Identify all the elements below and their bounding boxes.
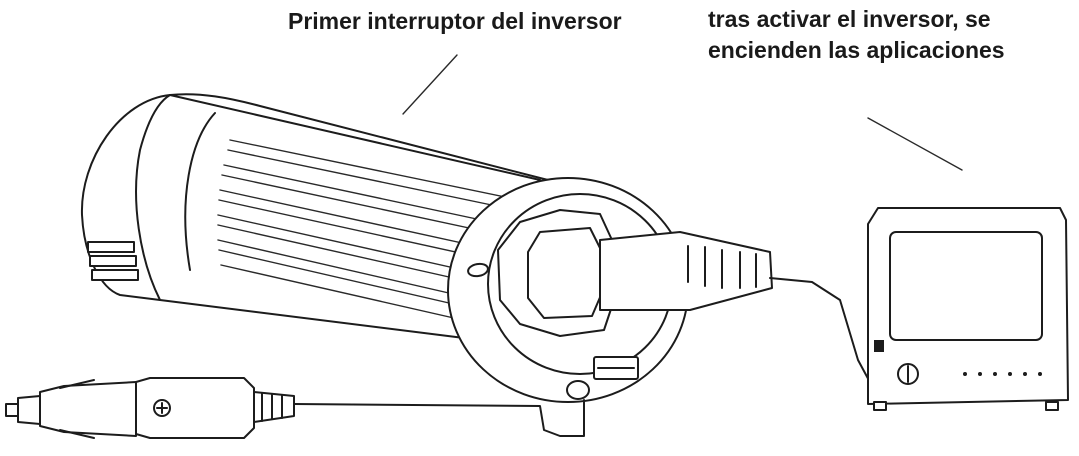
appliances-caption-line-2: encienden las aplicaciones xyxy=(708,37,1005,63)
tv-screen xyxy=(889,231,1043,341)
power-inverter xyxy=(80,93,689,403)
switch-leader-line xyxy=(402,54,458,115)
plug-spring-top xyxy=(59,379,95,389)
dc-cable xyxy=(293,399,585,437)
strain-relief-ribs xyxy=(261,392,283,422)
tv-power-button xyxy=(874,340,884,352)
tv-indicator-dots xyxy=(963,372,1042,376)
cigarette-lighter-plug xyxy=(5,377,295,439)
cooling-fins xyxy=(217,139,511,327)
television xyxy=(867,207,1069,411)
back-vents xyxy=(87,241,139,281)
inverter-switch-caption: Primer interruptor del inversor xyxy=(288,8,622,34)
ac-plug xyxy=(599,231,773,311)
plug-handle xyxy=(135,377,255,439)
tv-foot-left xyxy=(873,401,887,411)
appliances-caption-line-1: tras activar el inversor, se xyxy=(708,6,991,32)
ac-plug-body xyxy=(599,231,773,311)
plug-tip xyxy=(5,403,19,417)
appliances-leader-line xyxy=(867,117,963,171)
ac-cord xyxy=(769,277,873,387)
led-indicator xyxy=(467,262,489,278)
plug-strain-relief xyxy=(253,391,295,423)
tv-foot-right xyxy=(1045,401,1059,411)
dc-input-port xyxy=(566,380,590,400)
inverter-band-line xyxy=(184,112,216,271)
appliances-caption: tras activar el inversor, se encienden l… xyxy=(708,4,1005,66)
plug-barrel xyxy=(39,381,137,437)
plug-spring-bottom xyxy=(59,429,95,439)
ac-plug-grips xyxy=(687,245,757,289)
plug-tip-sleeve xyxy=(17,395,41,425)
inverter-top-rim xyxy=(169,93,549,181)
